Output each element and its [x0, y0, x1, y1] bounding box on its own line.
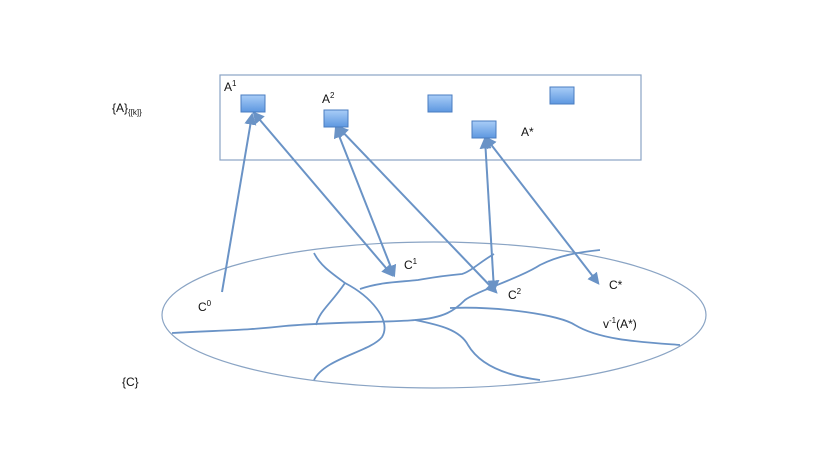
element-boxes: [240, 86, 575, 139]
label-set-c: {C}: [122, 375, 139, 389]
arrow-astar-to-cstar: [484, 136, 600, 285]
arrow-astar-to-c2: [479, 136, 500, 293]
box-a1: [240, 94, 266, 113]
box-a4: [549, 86, 575, 105]
box-a-star: [471, 120, 497, 139]
partition-curve-mid: [359, 253, 495, 290]
label-inverse-image: v-1(A*): [603, 316, 637, 331]
label-c0: C0: [198, 299, 212, 314]
arrow-a2-to-c1: [333, 125, 397, 278]
label-a1: A1: [224, 79, 237, 94]
label-c2: C2: [508, 287, 522, 302]
arrow-c0-to-a1: [221, 112, 257, 293]
partition-curves: [171, 249, 681, 381]
box-a3: [427, 94, 453, 113]
label-c1: C1: [404, 257, 418, 272]
set-c-ellipse: [161, 241, 707, 389]
arrow-a2-to-c2: [336, 125, 498, 294]
partition-curve-main: [171, 249, 601, 334]
arrows: [221, 111, 600, 294]
partition-curve-left-loop: [313, 252, 386, 381]
partition-curve-right: [449, 306, 681, 346]
label-c-star: C*: [609, 278, 623, 292]
label-set-a: {A}{[k]}: [112, 101, 142, 117]
label-a2: A2: [322, 91, 335, 106]
label-a-star: A*: [521, 125, 534, 139]
partition-curve-small: [315, 282, 346, 326]
partition-curve-bottom: [414, 319, 541, 381]
arrow-a1-to-c1: [252, 111, 394, 277]
box-a2: [323, 109, 349, 128]
